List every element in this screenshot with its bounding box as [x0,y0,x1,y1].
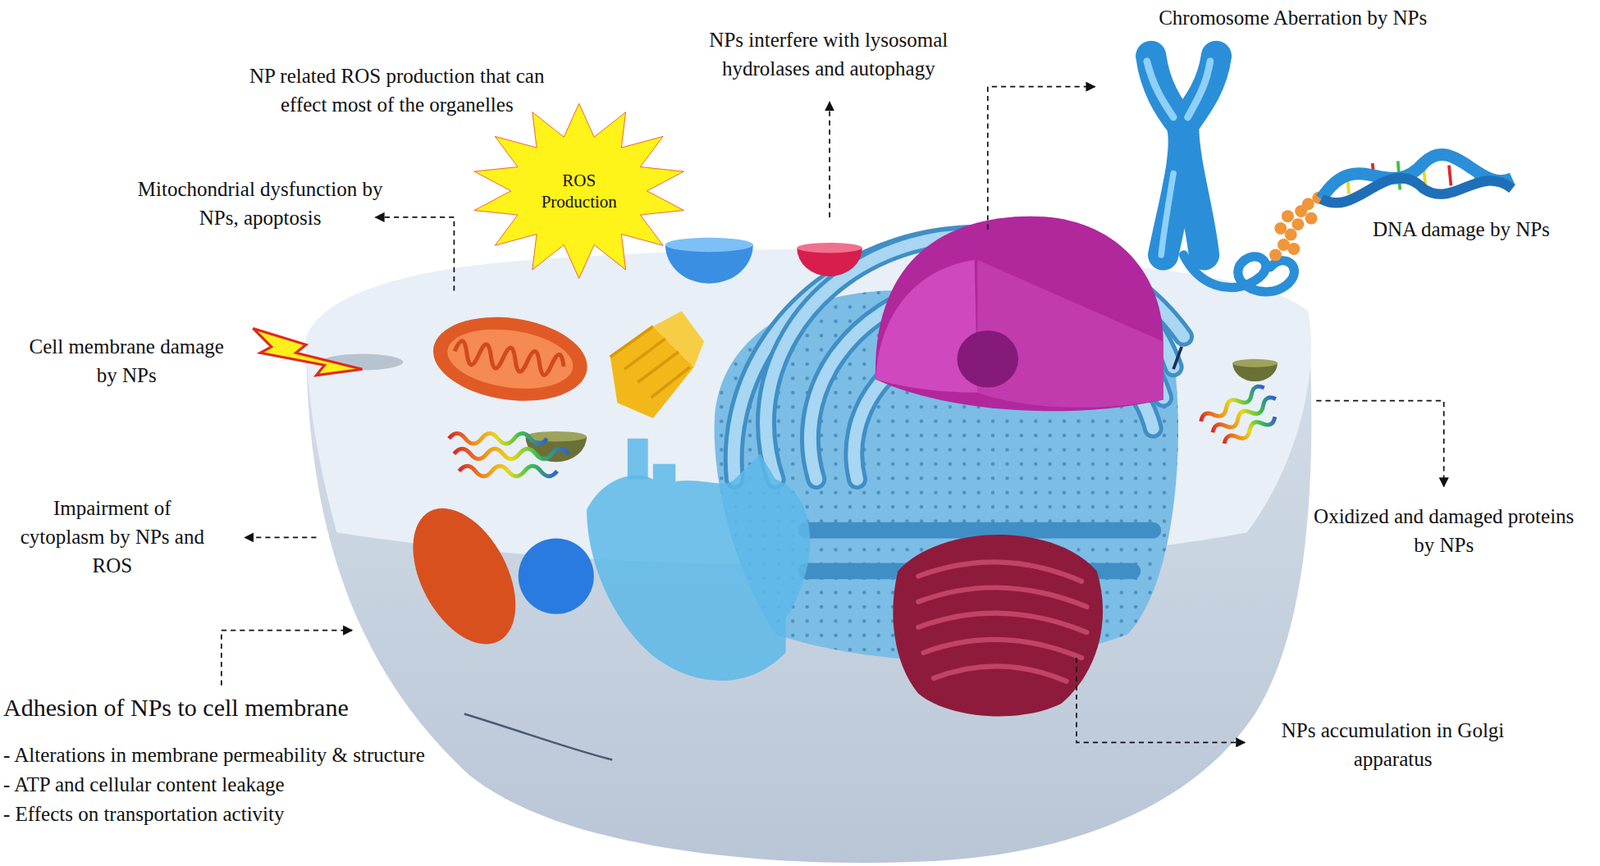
leader-lines [221,86,1445,744]
peroxisome-bowl-rim [1232,359,1278,368]
centriole [1173,347,1182,370]
nucleosome-beads [1269,192,1325,262]
golgi-apparatus [892,534,1103,717]
smooth-er-tube [627,438,649,480]
mitochondrion [427,307,593,411]
annotation-label: Oxidized and damaged proteins by NPs [1302,502,1586,560]
organelle [392,491,537,662]
bullet-note: - Alterations in membrane permeability &… [3,740,426,770]
lightning-bolt [252,328,362,375]
starburst-shape [469,101,689,281]
annotation-label: Chromosome Aberration by NPs [1158,3,1427,32]
dna-helix [1321,154,1513,203]
nucleus [875,216,1164,412]
vesicle-bowl-rim [665,237,754,252]
chromosome [1147,55,1295,292]
smooth-er [586,453,810,682]
annotation-label: Adhesion of NPs to cell membrane [3,692,349,724]
bullet-note: - Effects on transportation activity [3,800,285,829]
nucleolus [956,330,1019,389]
cell-crease [464,714,613,761]
starburst-node: ROS Production [469,101,689,281]
protein-helix [448,434,569,477]
lysosome-bowl-rim [796,242,863,253]
vesicle [518,539,595,615]
annotation-label: DNA damage by NPs [1372,214,1550,244]
annotation-label: Impairment of cytoplasm by NPs and ROS [13,493,211,581]
nucleus-cut [977,260,1163,408]
centrosome [610,310,704,419]
bullet-note: - ATP and cellular content leakage [3,770,285,800]
starburst-polygon [474,104,684,279]
annotation-label: Cell membrane damage by NPs [19,332,234,390]
node-text: ROS Production [534,169,625,213]
protein-helix [1198,381,1285,453]
annotation-label: NP related ROS production that can effec… [233,61,562,119]
annotation-label: NPs accumulation in Golgi apparatus [1270,716,1517,774]
annotation-label: NPs interfere with lysosomal hydrolases … [689,25,969,83]
annotation-label: Mitochondrial dysfunction by NPs, apopto… [120,174,400,233]
